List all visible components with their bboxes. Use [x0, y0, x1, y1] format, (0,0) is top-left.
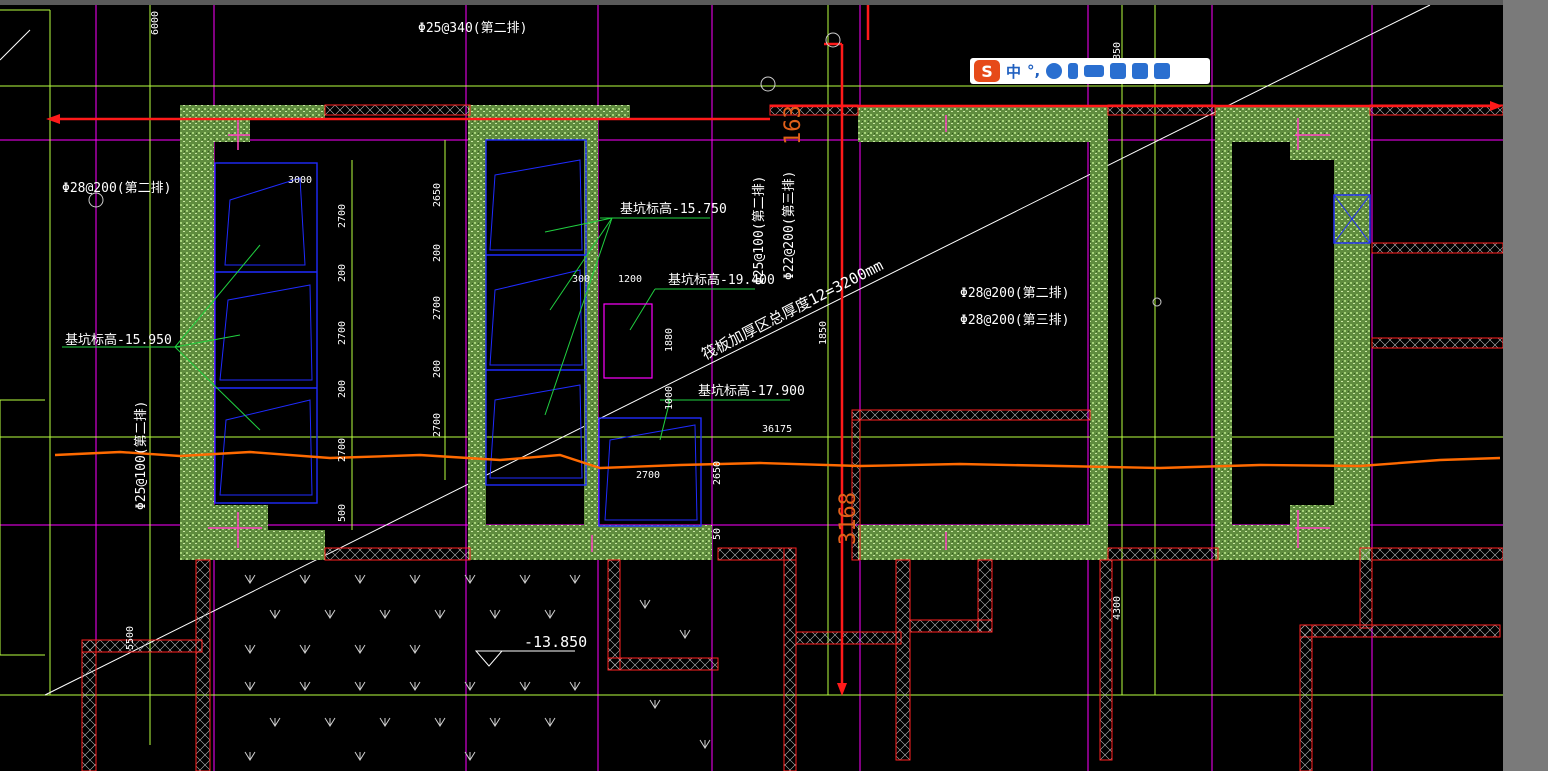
svg-text:1000: 1000: [664, 386, 675, 410]
ime-mode-toggle[interactable]: 中: [1006, 62, 1022, 81]
rebar-mid-label-2: Φ22@200(第三排): [782, 171, 797, 280]
svg-text:2700: 2700: [337, 321, 348, 345]
rebar-top-label: Φ25@340(第二排): [418, 21, 527, 36]
rebar-vertical-left: Φ25@100(第二排): [134, 401, 149, 510]
emoji-icon[interactable]: [1046, 63, 1063, 79]
svg-text:1200: 1200: [618, 274, 642, 285]
svg-text:1880: 1880: [664, 328, 675, 352]
svg-text:2700: 2700: [432, 296, 443, 320]
svg-text:1850: 1850: [818, 321, 829, 345]
ime-punct-toggle[interactable]: °,: [1027, 62, 1041, 80]
sogou-logo-icon[interactable]: S: [974, 60, 1000, 82]
floor-elevation: -13.850: [524, 633, 587, 651]
pit-wall-middle: [468, 105, 630, 560]
svg-text:5500: 5500: [125, 626, 136, 650]
svg-text:300: 300: [572, 274, 590, 285]
svg-text:2700: 2700: [432, 413, 443, 437]
svg-text:200: 200: [432, 244, 443, 262]
large-annotation-1: 163: [781, 105, 806, 145]
pit-wall-far-right: [1215, 105, 1370, 560]
leader-lines: [62, 217, 790, 441]
pit-wall-left: [180, 105, 325, 560]
svg-text:200: 200: [337, 380, 348, 398]
svg-text:4300: 4300: [1112, 596, 1123, 620]
pit-elev-label-1: 基坑标高-15.750: [620, 201, 727, 217]
svg-text:50: 50: [712, 528, 723, 540]
shirt-icon[interactable]: [1132, 63, 1149, 79]
large-annotation-2: 3168: [836, 492, 861, 545]
svg-text:200: 200: [337, 264, 348, 282]
grid-bubble: [88, 192, 104, 208]
svg-text:36175: 36175: [762, 424, 792, 435]
grid-icon[interactable]: [1154, 63, 1171, 79]
svg-text:200: 200: [432, 360, 443, 378]
svg-text:2650: 2650: [432, 183, 443, 207]
rebar-mid-label-1: Φ25@100(第二排): [752, 176, 767, 285]
svg-text:6000: 6000: [150, 11, 161, 35]
dimension-lines: [0, 0, 1503, 745]
svg-text:2650: 2650: [712, 461, 723, 485]
section-cut-line: [54, 450, 1501, 470]
svg-text:3000: 3000: [288, 175, 312, 186]
cad-drawing-canvas[interactable]: Φ25@340(第二排) Φ28@200(第二排) 基坑标高-15.750 基坑…: [0, 0, 1503, 771]
dimension-values: 3000 2700 200 2700 200 2700 500 2650 200…: [125, 11, 1123, 650]
rebar-right-label-2: Φ28@200(第三排): [960, 313, 1069, 328]
fill-arrows: [244, 574, 711, 761]
svg-text:850: 850: [1112, 42, 1123, 60]
top-edge: [0, 0, 1503, 5]
user-icon[interactable]: [1110, 63, 1127, 79]
diagonal-reference-line: [44, 4, 1431, 696]
grid-bubble: [825, 32, 841, 48]
svg-text:2700: 2700: [337, 438, 348, 462]
small-pit: [603, 303, 653, 379]
right-panel-scrollbar[interactable]: [1503, 0, 1548, 771]
ime-toolbar[interactable]: S 中 °,: [970, 58, 1210, 84]
svg-text:2700: 2700: [636, 470, 660, 481]
keyboard-icon[interactable]: [1084, 65, 1105, 77]
rebar-right-label-1: Φ28@200(第二排): [960, 286, 1069, 301]
pit-walls: [180, 105, 1370, 560]
pit-outlines: [214, 139, 1371, 527]
svg-text:500: 500: [337, 504, 348, 522]
grid-bubble: [760, 76, 776, 92]
lower-structures: [81, 104, 1503, 771]
pit-elev-label-2: 基坑标高-19.400: [668, 272, 775, 288]
rebar-section-lines: [50, 0, 1500, 692]
pit-elev-label-3: 基坑标高-15.950: [65, 332, 172, 348]
microphone-icon[interactable]: [1068, 63, 1079, 79]
pit-elev-label-4: 基坑标高-17.900: [698, 383, 805, 399]
svg-text:2700: 2700: [337, 204, 348, 228]
rebar-left-label: Φ28@200(第二排): [62, 181, 171, 196]
